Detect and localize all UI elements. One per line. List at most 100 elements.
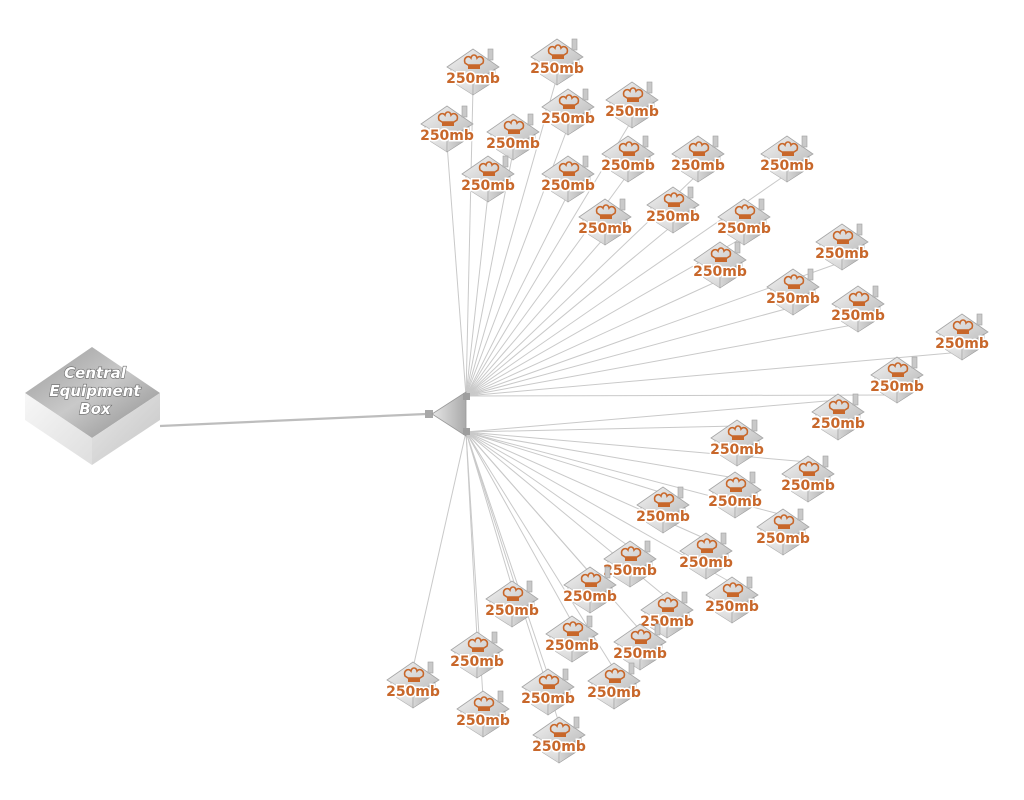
chef-hat-icon — [502, 586, 524, 601]
chef-hat-icon — [798, 461, 820, 476]
chef-hat-icon — [595, 204, 617, 219]
house-icon[interactable]: 250mb — [635, 486, 691, 534]
chef-hat-icon — [547, 44, 569, 59]
house-bandwidth-label: 250mb — [603, 563, 657, 579]
splitter-icon[interactable] — [425, 391, 470, 437]
house-icon[interactable]: 250mb — [562, 566, 618, 614]
house-icon[interactable]: 250mb — [586, 662, 642, 710]
drop-fiber-line — [465, 431, 573, 623]
house-bandwidth-label: 250mb — [521, 691, 575, 707]
box-label-line-1: Central — [64, 364, 127, 382]
drop-fiber-line — [465, 193, 569, 397]
house-icon[interactable]: 250mb — [602, 540, 658, 588]
chef-hat-icon — [734, 204, 756, 219]
house-icon[interactable]: 250mb — [814, 223, 870, 271]
chef-hat-icon — [562, 621, 584, 636]
drop-fiber-line — [412, 431, 467, 669]
house-bandwidth-label: 250mb — [532, 739, 586, 755]
house-icon[interactable]: 250mb — [707, 471, 763, 519]
house-icon[interactable]: 250mb — [704, 576, 760, 624]
house-icon[interactable]: 250mb — [759, 135, 815, 183]
house-icon[interactable]: 250mb — [692, 241, 748, 289]
splitter-output-bottom — [463, 428, 470, 435]
house-icon[interactable]: 250mb — [485, 113, 541, 161]
chef-hat-icon — [663, 192, 685, 207]
house-icon[interactable]: 250mb — [810, 393, 866, 441]
house-bandwidth-label: 250mb — [710, 442, 764, 458]
drop-fiber-line — [465, 431, 664, 494]
house-icon[interactable]: 250mb — [755, 508, 811, 556]
house-bandwidth-label: 250mb — [613, 646, 667, 662]
house-icon[interactable]: 250mb — [520, 668, 576, 716]
house-bandwidth-label: 250mb — [456, 713, 510, 729]
house-icon[interactable]: 250mb — [709, 419, 765, 467]
house-icon[interactable]: 250mb — [455, 690, 511, 738]
house-icon[interactable]: 250mb — [645, 186, 701, 234]
house-icon[interactable]: 250mb — [780, 455, 836, 503]
house-icon[interactable]: 250mb — [484, 580, 540, 628]
house-bandwidth-label: 250mb — [708, 494, 762, 510]
house-icon[interactable]: 250mb — [449, 631, 505, 679]
house-icon[interactable]: 250mb — [577, 198, 633, 246]
house-icon[interactable]: 250mb — [529, 38, 585, 86]
trunk-fiber-line — [159, 412, 427, 428]
house-icon[interactable]: 250mb — [460, 155, 516, 203]
chef-hat-icon — [696, 538, 718, 553]
house-bandwidth-label: 250mb — [541, 178, 595, 194]
house-icon[interactable]: 250mb — [934, 313, 990, 361]
drop-fiber-line — [465, 323, 859, 397]
house-icon[interactable]: 250mb — [419, 105, 475, 153]
splitter-input-port — [425, 410, 433, 418]
house-icon[interactable]: 250mb — [830, 285, 886, 333]
chef-hat-icon — [558, 94, 580, 109]
house-bandwidth-label: 250mb — [760, 158, 814, 174]
house-icon[interactable]: 250mb — [544, 615, 600, 663]
chef-hat-icon — [549, 722, 571, 737]
house-bandwidth-label: 250mb — [420, 128, 474, 144]
chef-hat-icon — [887, 362, 909, 377]
house-icon[interactable]: 250mb — [869, 356, 925, 404]
house-bandwidth-label: 250mb — [601, 158, 655, 174]
chef-hat-icon — [467, 637, 489, 652]
box-icon-top — [25, 347, 160, 438]
chef-hat-icon — [722, 582, 744, 597]
house-icon[interactable]: 250mb — [531, 716, 587, 764]
chef-hat-icon — [473, 696, 495, 711]
house-icon[interactable]: 250mb — [604, 81, 660, 129]
chef-hat-icon — [558, 161, 580, 176]
chef-hat-icon — [653, 492, 675, 507]
house-bandwidth-label: 250mb — [640, 614, 694, 630]
house-icon[interactable]: 250mb — [600, 135, 656, 183]
drop-fiber-line — [465, 119, 633, 397]
house-bandwidth-label: 250mb — [541, 111, 595, 127]
house-bandwidth-label: 250mb — [717, 221, 771, 237]
house-icon[interactable]: 250mb — [765, 268, 821, 316]
house-icon[interactable]: 250mb — [385, 661, 441, 709]
drop-fiber-line — [465, 76, 558, 397]
chef-hat-icon — [618, 141, 640, 156]
chef-hat-icon — [622, 87, 644, 102]
house-bandwidth-label: 250mb — [935, 336, 989, 352]
house-icon[interactable]: 250mb — [639, 591, 695, 639]
drop-fiber-line — [465, 431, 736, 479]
drop-fiber-line — [465, 394, 898, 397]
house-icon[interactable]: 250mb — [716, 198, 772, 246]
house-icon[interactable]: 250mb — [540, 155, 596, 203]
chef-hat-icon — [727, 425, 749, 440]
house-bandwidth-label: 250mb — [636, 509, 690, 525]
house-bandwidth-label: 250mb — [671, 158, 725, 174]
chef-hat-icon — [832, 229, 854, 244]
house-icon[interactable]: 250mb — [612, 623, 668, 671]
house-bandwidth-label: 250mb — [587, 685, 641, 701]
central-equipment-box[interactable]: Central Equipment Box — [25, 347, 160, 465]
house-icon[interactable]: 250mb — [540, 88, 596, 136]
house-icon[interactable]: 250mb — [670, 135, 726, 183]
splitter-body — [431, 391, 467, 437]
house-icon[interactable]: 250mb — [445, 48, 501, 96]
house-icon[interactable]: 250mb — [678, 532, 734, 580]
house-bandwidth-label: 250mb — [446, 71, 500, 87]
house-bandwidth-label: 250mb — [578, 221, 632, 237]
drop-fiber-line — [465, 306, 794, 397]
chef-hat-icon — [777, 141, 799, 156]
